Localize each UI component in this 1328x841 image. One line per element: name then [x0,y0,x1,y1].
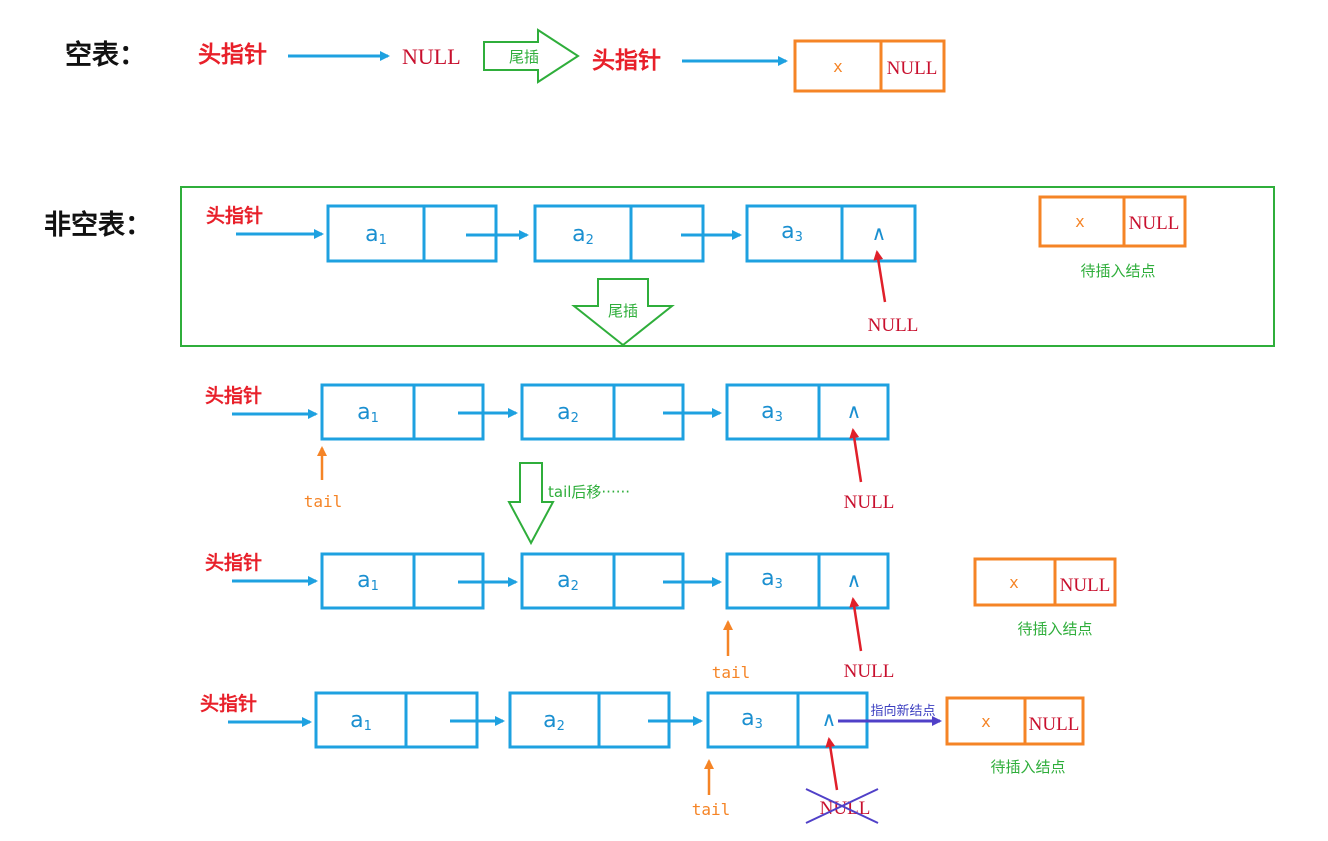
svg-text:a3: a3 [761,399,783,425]
node-a2-label: a [543,708,556,733]
node-a2-sub: 2 [557,719,565,734]
node-a3-sub: 3 [775,577,783,592]
pending-new-node: x NULL [945,696,1085,746]
empty-list-label: 空表： [65,39,146,71]
pending-new-node: x NULL [1038,195,1187,248]
null-label: NULL [844,661,895,682]
svg-text:a2: a2 [557,400,579,426]
head-pointer-label: 头指针 [205,551,262,574]
head-pointer-label: 头指针 [205,384,262,407]
pending-node-label: 待插入结点 [1017,620,1092,638]
pending-node-label: 待插入结点 [990,758,1065,776]
node-a2-label: a [572,222,585,247]
node-a3-sub: 3 [775,410,783,425]
node-a3: a3 ∧ [725,552,890,610]
node-a2: a2 [520,383,685,441]
null-label: NULL [868,315,919,336]
node-a1-label: a [357,568,370,593]
node-a2-sub: 2 [571,411,579,426]
null-label: NULL [887,58,938,79]
tail-insert-arrow-down: 尾插 [571,278,675,347]
nonempty-frame [180,186,1275,347]
tail-label: tail [304,492,343,511]
tail-label: tail [712,663,751,682]
null-wedge: ∧ [847,399,862,423]
null-label: NULL [1060,575,1111,596]
node-a3-label: a [741,706,754,731]
svg-text:a1: a1 [365,222,387,248]
null-pointer-arrow [873,250,887,303]
null-pointer-arrow [849,428,863,483]
pending-node-label: 待插入结点 [1080,262,1155,280]
new-node: x NULL [793,39,946,93]
head-pointer-label: 头指针 [198,42,267,68]
svg-text:a3: a3 [761,566,783,592]
node-a1-label: a [365,222,378,247]
tail-move-label: tail后移······ [548,483,630,501]
tail-insert-label: 尾插 [608,302,638,320]
head-pointer-label: 头指针 [206,204,263,227]
svg-text:a1: a1 [350,708,372,734]
row-3: 头指针 a1 a2 a3 ∧ NULL tail x NULL [205,551,1117,682]
x-label: x [1075,212,1085,231]
svg-text:a3: a3 [781,219,803,245]
node-a1-sub: 1 [371,411,379,426]
head-pointer-label: 头指针 [200,692,257,715]
null-wedge: ∧ [847,568,862,592]
x-label: x [1009,573,1019,592]
tail-insert-label: 尾插 [509,48,539,66]
svg-text:a1: a1 [357,400,379,426]
empty-list-section: 空表： 头指针 NULL 尾插 头指针 x NULL [65,28,946,93]
svg-text:a2: a2 [543,708,565,734]
null-pointer-arrow [849,597,863,652]
nonempty-list-label: 非空表： [44,209,152,241]
row-4: 头指针 a1 a2 a3 ∧ 指向新结点 x NULL 待插入结点 [200,691,1085,824]
null-label: NULL [1029,714,1080,735]
node-a3-sub: 3 [795,230,803,245]
node-a3-label: a [761,566,774,591]
node-a1-label: a [357,400,370,425]
node-a3: a3 ∧ [725,383,890,441]
point-new-node-label: 指向新结点 [870,703,935,719]
node-a2: a2 [520,552,685,610]
node-a1-sub: 1 [364,719,372,734]
node-a2-sub: 2 [571,579,579,594]
tail-move-arrow-down [507,462,555,546]
node-a1: a1 [320,383,485,441]
node-a2: a2 [508,691,671,749]
node-a2-sub: 2 [586,233,594,248]
cross-out-mark [805,788,879,824]
node-a1-label: a [350,708,363,733]
row-1: 头指针 a1 a2 a3 ∧ NULL x NULL 待插入结点 [206,195,1187,347]
null-wedge: ∧ [822,707,837,731]
node-a3-label: a [761,399,774,424]
svg-text:a2: a2 [557,568,579,594]
node-a2-label: a [557,400,570,425]
node-a2-label: a [557,568,570,593]
svg-text:a3: a3 [741,706,763,732]
row-2: 头指针 a1 a2 a3 ∧ NULL tail tail后移······ [205,383,895,546]
node-a2: a2 [533,204,705,263]
tail-insert-arrow-right: 尾插 [483,28,580,84]
node-a1-sub: 1 [371,579,379,594]
x-label: x [981,712,991,731]
svg-text:a2: a2 [572,222,594,248]
node-a1-sub: 1 [379,233,387,248]
node-a3-sub: 3 [755,717,763,732]
old-null-pointer-arrow [825,737,839,791]
tail-label: tail [692,800,731,819]
node-a3: a3 ∧ [745,204,917,263]
node-a3-label: a [781,219,794,244]
null-label: NULL [844,492,895,513]
pending-new-node: x NULL [973,557,1117,607]
svg-text:a1: a1 [357,568,379,594]
null-wedge: ∧ [872,221,887,245]
head-pointer-label: 头指针 [592,48,661,74]
null-label: NULL [1129,213,1180,234]
x-label: x [833,57,843,76]
null-label: NULL [402,44,461,69]
